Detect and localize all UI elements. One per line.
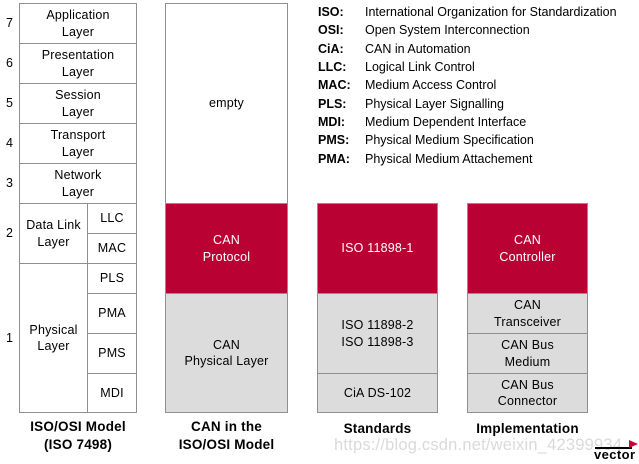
legend-definition: Physical Medium Specification	[365, 133, 534, 148]
can-empty-block: empty	[208, 96, 245, 111]
legend-definition: CAN in Automation	[365, 41, 471, 56]
vector-flag-icon	[629, 440, 638, 448]
legend-row-cia: CiA: CAN in Automation	[318, 40, 617, 58]
osi-layer-number-6: 6	[6, 56, 13, 70]
impl-can-controller: CAN Controller	[468, 204, 587, 293]
sublayer-pms: PMS	[87, 333, 136, 373]
osi-layer-number-4: 4	[6, 136, 13, 150]
caption-osi-model: ISO/OSI Model (ISO 7498)	[30, 419, 126, 452]
caption-standards: Standards	[343, 421, 412, 436]
legend-definition: Physical Layer Signalling	[365, 96, 504, 111]
sublayer-mdi: MDI	[87, 373, 136, 412]
legend-abbr: MAC:	[318, 78, 351, 93]
osi-layer-number-7: 7	[6, 16, 13, 30]
legend-abbr: ISO:	[318, 5, 344, 19]
watermark-csdn: https://blog.csdn.net/weixin_42399934	[334, 436, 623, 454]
legend-abbr: CiA:	[318, 41, 344, 56]
vector-logo: vector	[594, 440, 639, 462]
osi-layer-number-2: 2	[6, 226, 13, 240]
osi-layer-number-1: 1	[6, 331, 13, 345]
osi-layer-physical: Physical Layer	[19, 263, 87, 412]
osi-layer-transport: Transport Layer	[19, 123, 136, 163]
legend-abbr: PMS:	[318, 133, 350, 148]
can-protocol-block: CAN Protocol	[166, 203, 287, 293]
legend-abbr: MDI:	[318, 115, 346, 130]
legend-row-osi: OSI: Open System Interconnection	[318, 21, 617, 39]
vector-logo-text: vector	[594, 447, 636, 462]
legend-row-pls: PLS: Physical Layer Signalling	[318, 95, 617, 113]
osi-model-table: Application Layer Presentation Layer Ses…	[19, 3, 137, 413]
legend-definition: International Organization for Standardi…	[365, 5, 617, 19]
legend-definition: Open System Interconnection	[365, 23, 530, 38]
osi-layer-data-link: Data Link Layer	[19, 203, 87, 263]
caption-can-osi-model: CAN in the ISO/OSI Model	[178, 419, 275, 452]
legend-row-mdi: MDI: Medium Dependent Interface	[318, 113, 617, 131]
legend-abbr: OSI:	[318, 23, 344, 38]
implementation-column: CAN Controller CAN Transceiver CAN Bus M…	[467, 203, 588, 413]
osi-layer-application: Application Layer	[19, 3, 136, 43]
caption-implementation: Implementation	[476, 421, 579, 436]
impl-can-bus-medium: CAN Bus Medium	[468, 333, 587, 373]
sublayer-pls: PLS	[87, 263, 136, 293]
osi-layer-number-5: 5	[6, 96, 13, 110]
legend-definition: Logical Link Control	[365, 60, 475, 75]
impl-can-bus-connector: CAN Bus Connector	[468, 373, 587, 412]
vector-logo-overline	[595, 447, 632, 449]
legend-row-pma: PMA: Physical Medium Attachement	[318, 150, 617, 168]
legend-abbr: PLS:	[318, 96, 347, 111]
standard-iso-11898-1: ISO 11898-1	[318, 204, 437, 293]
sublayer-pma: PMA	[87, 293, 136, 333]
legend-row-iso: ISO: International Organization for Stan…	[318, 3, 617, 21]
legend-definition: Physical Medium Attachement	[365, 151, 533, 166]
can-physical-layer-block: CAN Physical Layer	[166, 293, 287, 412]
can-stack-column: empty CAN Protocol CAN Physical Layer	[165, 3, 288, 413]
legend-row-pms: PMS: Physical Medium Specification	[318, 131, 617, 149]
osi-layer-number-3: 3	[6, 176, 13, 190]
standard-cia-ds-102: CiA DS-102	[318, 373, 437, 412]
abbreviation-legend: ISO: International Organization for Stan…	[318, 3, 617, 168]
legend-definition: Medium Dependent Interface	[365, 115, 527, 130]
osi-layer-presentation: Presentation Layer	[19, 43, 136, 83]
osi-layer-session: Session Layer	[19, 83, 136, 123]
sublayer-mac: MAC	[87, 233, 136, 263]
sublayer-llc: LLC	[87, 203, 136, 233]
legend-abbr: LLC:	[318, 60, 347, 75]
legend-row-mac: MAC: Medium Access Control	[318, 76, 617, 94]
standards-column: ISO 11898-1 ISO 11898-2 ISO 11898-3 CiA …	[317, 203, 438, 413]
osi-layer-network: Network Layer	[19, 163, 136, 203]
impl-can-transceiver: CAN Transceiver	[468, 293, 587, 333]
legend-abbr: PMA:	[318, 151, 350, 166]
standard-iso-11898-2-3: ISO 11898-2 ISO 11898-3	[318, 293, 437, 373]
legend-definition: Medium Access Control	[365, 78, 497, 93]
legend-row-llc: LLC: Logical Link Control	[318, 58, 617, 76]
